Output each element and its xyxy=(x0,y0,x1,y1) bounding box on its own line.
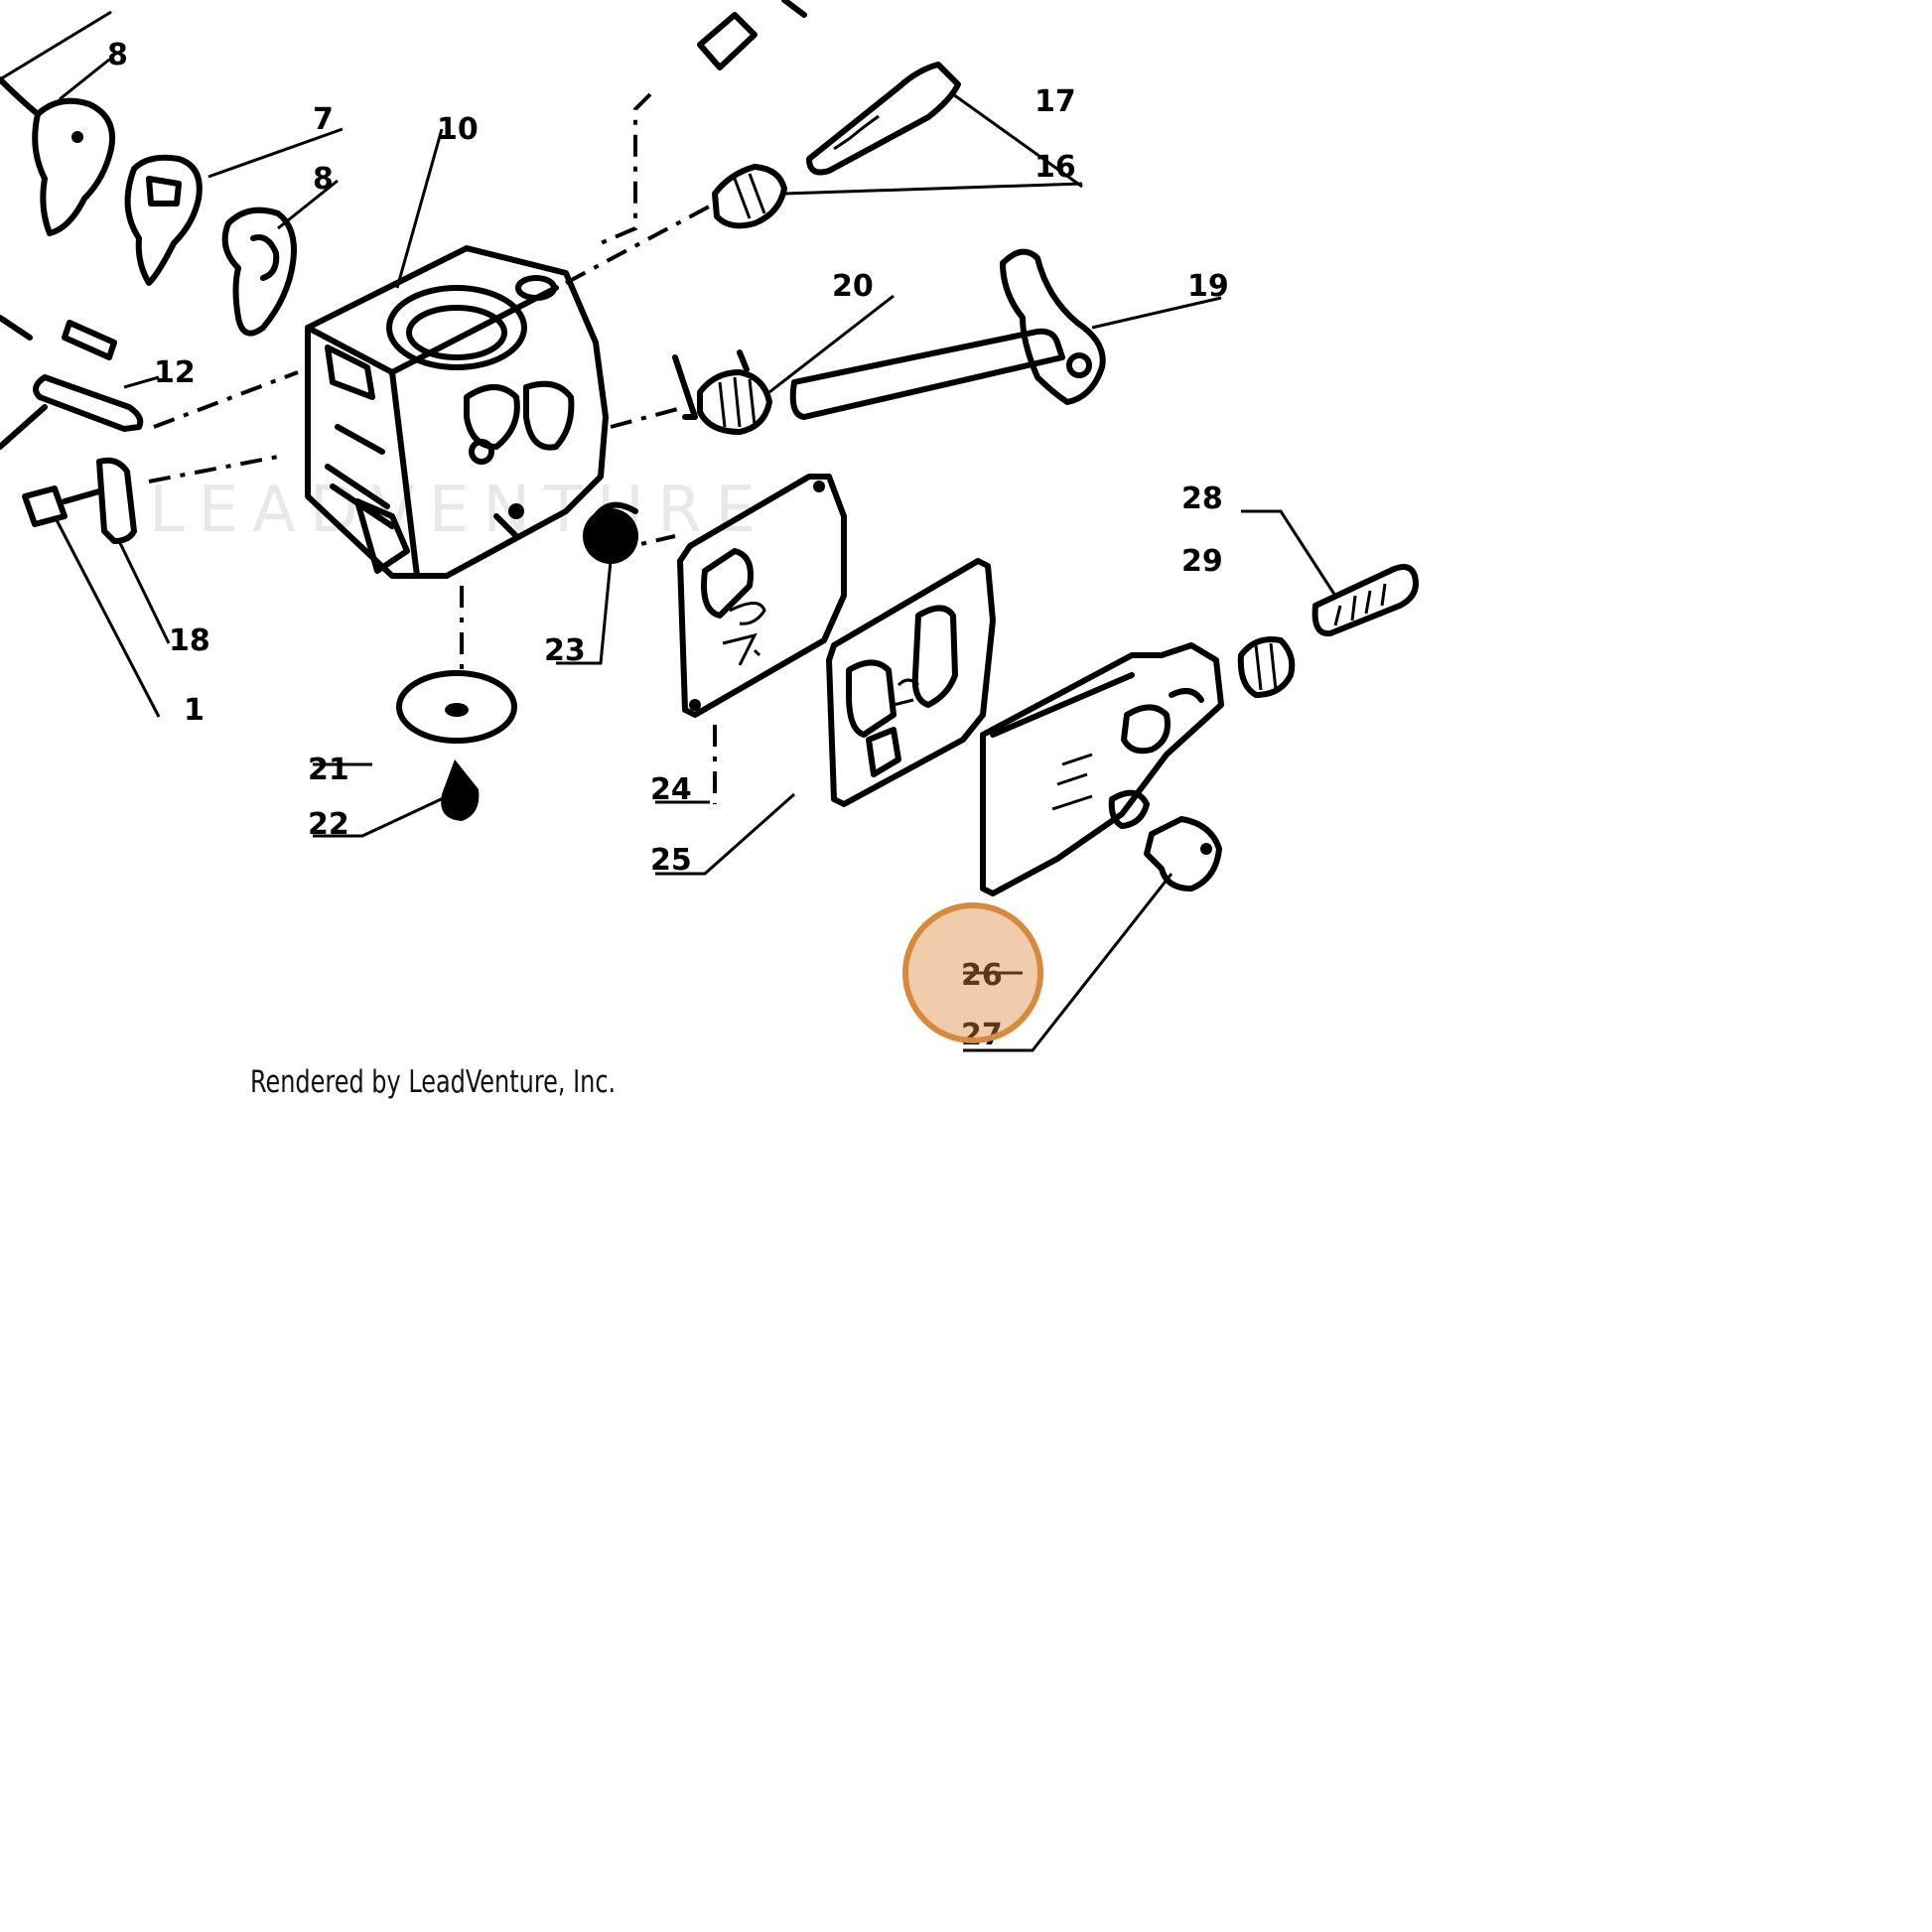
callout-label-c7[interactable]: 7 xyxy=(313,102,334,137)
callout-label-c28[interactable]: 28 xyxy=(1181,482,1223,516)
callout-label-c22[interactable]: 22 xyxy=(308,807,349,842)
callout-label-c8-top[interactable]: 8 xyxy=(107,38,128,72)
callout-label-c23[interactable]: 23 xyxy=(544,633,586,668)
part-screw-27[interactable] xyxy=(1144,816,1222,892)
callout-label-c12[interactable]: 12 xyxy=(154,355,196,390)
selected-callout-highlight[interactable] xyxy=(902,902,1043,1043)
part-clip[interactable] xyxy=(221,207,297,337)
part-filter-28[interactable] xyxy=(1237,636,1296,698)
callout-label-c29[interactable]: 29 xyxy=(1181,544,1223,579)
part-needle-12[interactable] xyxy=(0,374,144,450)
callout-label-c20[interactable]: 20 xyxy=(832,269,874,304)
part-idle-screw-17[interactable] xyxy=(806,62,961,176)
callout-label-c24[interactable]: 24 xyxy=(650,772,692,807)
callout-label-c8[interactable]: 8 xyxy=(313,162,334,197)
part-spring-16[interactable] xyxy=(712,164,787,229)
callout-label-c25[interactable]: 25 xyxy=(650,843,692,878)
part-spring-20[interactable] xyxy=(672,349,772,435)
part-lever-1[interactable] xyxy=(22,457,137,544)
callout-label-c10[interactable]: 10 xyxy=(437,112,479,147)
part-screw-29[interactable] xyxy=(1311,564,1419,637)
part-plug-23[interactable] xyxy=(583,501,638,564)
part-bracket[interactable] xyxy=(124,154,203,286)
part-gasket-24[interactable] xyxy=(677,474,847,718)
callout-label-c18[interactable]: 18 xyxy=(169,623,210,658)
callout-label-c19[interactable]: 19 xyxy=(1187,269,1229,304)
part-diaphragm-plate-25[interactable] xyxy=(826,558,996,807)
part-cam-lever[interactable] xyxy=(0,76,115,236)
callout-labels: 8 7 8 10 12 17 16 19 20 18 1 21 22 23 24… xyxy=(107,38,1229,1052)
watermark-text: LEADVENTURE xyxy=(149,474,769,547)
part-carburetor-body[interactable] xyxy=(305,245,609,579)
part-screw-22[interactable] xyxy=(441,759,480,821)
render-credit: Rendered by LeadVenture, Inc. xyxy=(250,1064,617,1100)
part-throttle-shaft-19[interactable] xyxy=(789,248,1106,420)
part-screw-top[interactable] xyxy=(697,0,807,70)
callout-label-c26[interactable]: 26 xyxy=(961,958,1003,993)
part-spring-left[interactable] xyxy=(0,315,117,360)
part-diaphragm-21[interactable] xyxy=(396,670,517,744)
part-pump-cover-26[interactable] xyxy=(980,642,1224,897)
callout-label-c16[interactable]: 16 xyxy=(1035,150,1076,185)
callout-label-c17[interactable]: 17 xyxy=(1035,84,1076,119)
callout-label-c21[interactable]: 21 xyxy=(308,753,349,787)
callout-label-c1[interactable]: 1 xyxy=(184,693,205,728)
